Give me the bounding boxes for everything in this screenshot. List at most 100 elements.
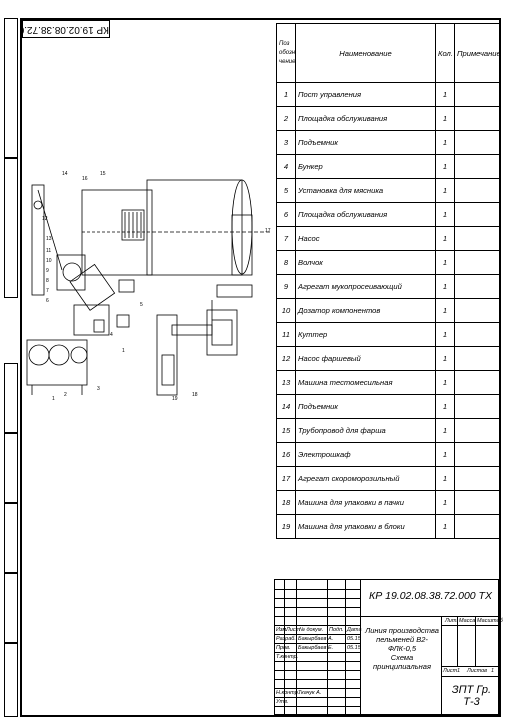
- spec-name-cell: Машина тестомесильная: [295, 370, 436, 395]
- sheet-number: 1: [457, 668, 461, 674]
- spec-note-cell: [454, 250, 500, 275]
- spec-qty-cell: 1: [435, 322, 455, 347]
- scheme-label: 12: [42, 216, 48, 222]
- header-pos: Поз обозна-чение: [276, 23, 296, 83]
- spec-pos-cell: 18: [276, 490, 296, 515]
- spec-note-cell: [454, 226, 500, 251]
- scheme-label: 3: [97, 386, 100, 392]
- spec-name-cell: Насос фаршевый: [295, 346, 436, 371]
- role-label: Разраб.: [276, 636, 296, 642]
- scheme-label: 5: [140, 302, 143, 308]
- spec-note-cell: [454, 154, 500, 179]
- header-note: Примечание: [454, 23, 500, 83]
- spec-note-cell: [454, 346, 500, 371]
- drawing-name: Линия производства пельменей В2-ФЛК-0,5 …: [363, 626, 441, 671]
- spec-qty-cell: 1: [435, 346, 455, 371]
- spec-qty-cell: 1: [435, 490, 455, 515]
- col-header-list: Лист: [286, 627, 301, 633]
- scheme-label: 14: [62, 171, 68, 177]
- spec-name-cell: Электрошкаф: [295, 442, 436, 467]
- spec-pos-cell: 12: [276, 346, 296, 371]
- spec-note-cell: [454, 442, 500, 467]
- spec-qty-cell: 1: [435, 250, 455, 275]
- drawing-frame: [20, 18, 501, 717]
- spec-pos-cell: 5: [276, 178, 296, 203]
- spec-note-cell: [454, 322, 500, 347]
- col-header-izm: Изм.: [276, 627, 288, 633]
- col-header-sign: Подп.: [329, 627, 344, 633]
- spec-pos-cell: 10: [276, 298, 296, 323]
- spec-name-cell: Куттер: [295, 322, 436, 347]
- spec-pos-cell: 13: [276, 370, 296, 395]
- process-scheme: 14 15 16 12 13 11 10 9 8 7 6 5 4 3 2 1 1…: [26, 171, 272, 402]
- spec-note-cell: [454, 514, 500, 539]
- lift-unit: [31, 184, 45, 296]
- scheme-label: 7: [46, 288, 49, 294]
- sheets-label: Листов: [467, 668, 488, 674]
- scheme-label: 1: [52, 396, 55, 402]
- spec-qty-cell: 1: [435, 442, 455, 467]
- scheme-label: 2: [64, 392, 67, 398]
- strip-cell: [4, 643, 18, 717]
- spec-pos-cell: 16: [276, 442, 296, 467]
- spec-name-cell: Установка для мясника: [295, 178, 436, 203]
- scheme-label: 10: [46, 258, 52, 264]
- spec-note-cell: [454, 106, 500, 131]
- spec-qty-cell: 1: [435, 418, 455, 443]
- scheme-label: 13: [46, 236, 52, 242]
- role-date: 05.15: [347, 645, 361, 651]
- spec-pos-cell: 15: [276, 418, 296, 443]
- spec-note-cell: [454, 274, 500, 299]
- spec-name-cell: Площадка обслуживания: [295, 202, 436, 227]
- spec-note-cell: [454, 202, 500, 227]
- spec-pos-cell: 6: [276, 202, 296, 227]
- role-label: Утв.: [276, 699, 289, 705]
- spec-qty-cell: 1: [435, 274, 455, 299]
- spec-qty-cell: 1: [435, 178, 455, 203]
- spec-qty-cell: 1: [435, 106, 455, 131]
- spec-name-cell: Волчок: [295, 250, 436, 275]
- binding-strip: [4, 18, 20, 717]
- drawing-name-line: пельменей В2-ФЛК-0,5: [376, 635, 428, 653]
- spec-name-cell: Подъемник: [295, 130, 436, 155]
- spec-name-cell: Бункер: [295, 154, 436, 179]
- mass-label: Масса: [459, 618, 476, 624]
- spec-pos-cell: 11: [276, 322, 296, 347]
- sheet-label: Лист: [443, 668, 458, 674]
- strip-cell: [4, 18, 18, 158]
- spec-pos-cell: 3: [276, 130, 296, 155]
- spec-name-cell: Агрегат мукопросеивающий: [295, 274, 436, 299]
- role-person: Бакырбаев Е.: [298, 645, 334, 651]
- spec-note-cell: [454, 130, 500, 155]
- spec-pos-cell: 1: [276, 82, 296, 107]
- spec-qty-cell: 1: [435, 202, 455, 227]
- group-name: ЗПТ Гр. Т-3: [451, 684, 492, 708]
- strip-cell: [4, 503, 18, 573]
- strip-cell: [4, 573, 18, 643]
- spec-pos-cell: 7: [276, 226, 296, 251]
- scheme-label: 18: [192, 392, 198, 398]
- spec-qty-cell: 1: [435, 226, 455, 251]
- spec-name-cell: Машина для упаковки в пачки: [295, 490, 436, 515]
- spec-name-cell: Подъемник: [295, 394, 436, 419]
- spec-note-cell: [454, 490, 500, 515]
- spec-pos-cell: 14: [276, 394, 296, 419]
- spec-note-cell: [454, 82, 500, 107]
- spec-name-cell: Площадка обслуживания: [295, 106, 436, 131]
- strip-cell: [4, 158, 18, 298]
- title-block: КР 19.02.08.38.72.000 ТХ Изм. Лист № док…: [274, 579, 503, 716]
